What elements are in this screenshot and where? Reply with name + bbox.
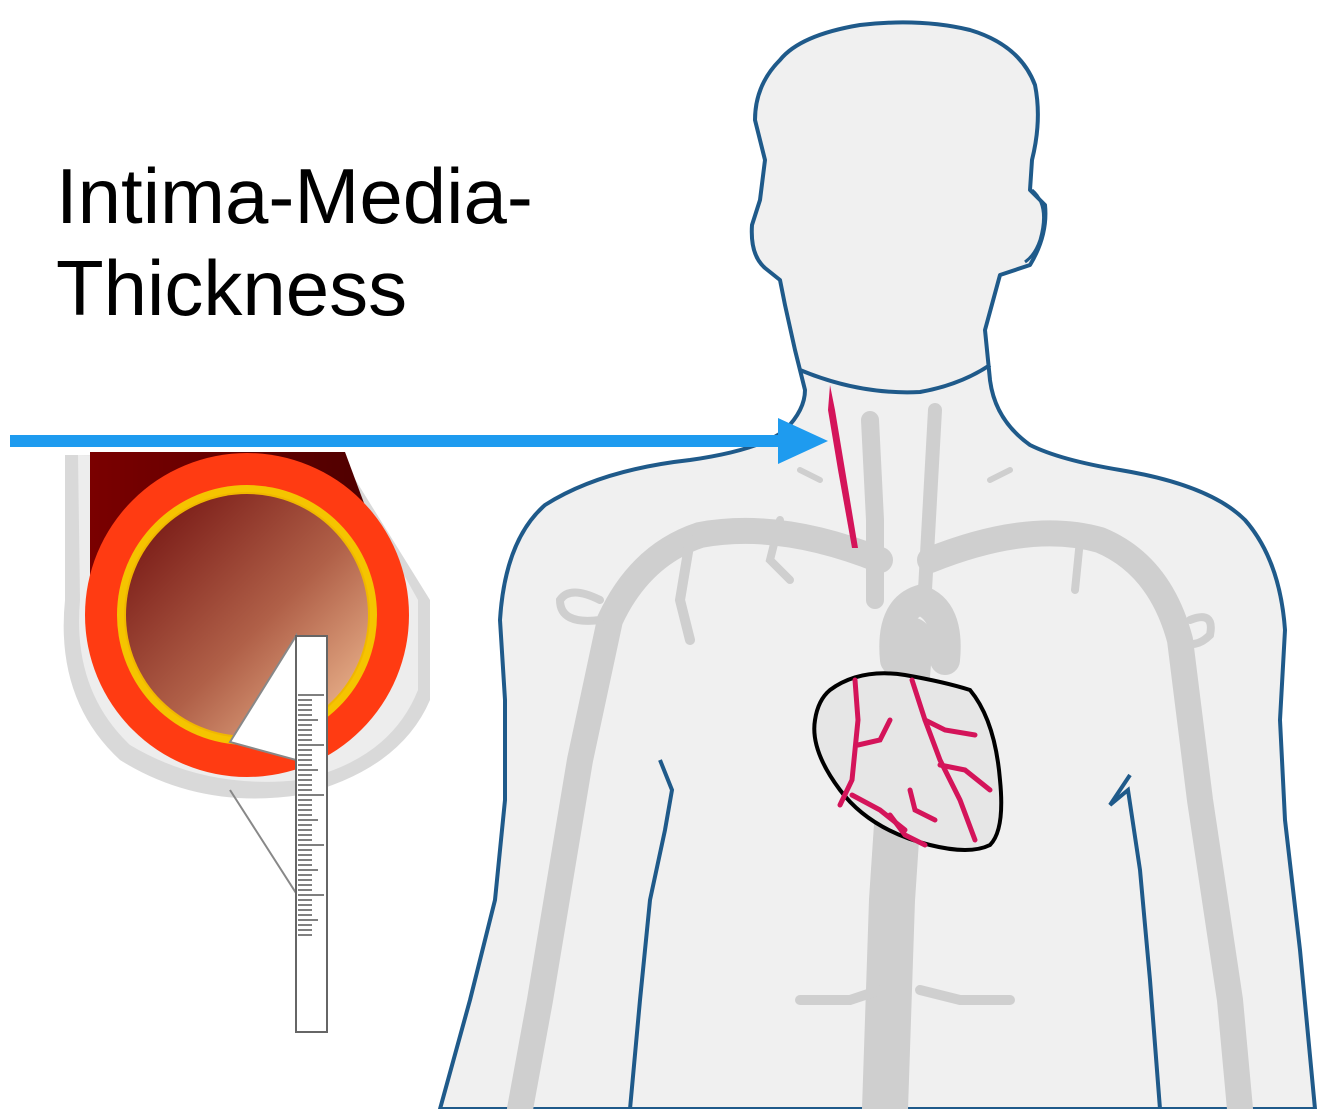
artery-cross-section	[64, 452, 430, 893]
measurement-ruler	[296, 636, 327, 1032]
